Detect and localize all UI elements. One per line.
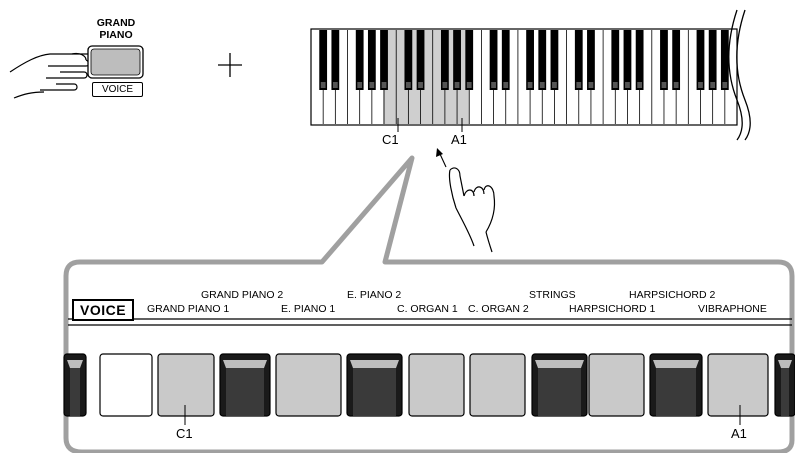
zoom-highlighted-key [408, 353, 465, 417]
black-key [404, 30, 413, 90]
keyboard-illustration [310, 28, 738, 126]
zoom-highlighted-key [275, 353, 342, 417]
zoom-highlighted-key [588, 353, 645, 417]
black-key-highlight [442, 82, 448, 88]
black-key-highlight [710, 82, 716, 88]
black-key [574, 30, 583, 90]
button-title-line1: GRAND [96, 17, 136, 29]
voice-name-top-4: HARPSICHORD 2 [629, 289, 716, 301]
black-key-highlight [369, 82, 375, 88]
black-key-highlight [576, 82, 582, 88]
keyboard-label-c1: C1 [382, 132, 399, 147]
zoom-black-key-face [656, 368, 696, 416]
black-key-highlight [612, 82, 618, 88]
black-key [611, 30, 620, 90]
black-key [489, 30, 498, 90]
black-key-highlight [405, 82, 411, 88]
plus-icon [218, 53, 242, 77]
black-key-highlight [527, 82, 533, 88]
black-key [465, 30, 474, 90]
black-key [623, 30, 632, 90]
voice-name-bottom-5: HARPSICHORD 1 [569, 303, 656, 315]
zoom-black-key-face [70, 368, 80, 416]
black-key [380, 30, 388, 90]
black-key [440, 30, 449, 90]
zoom-black-key-bevel [535, 360, 584, 368]
black-key-highlight [661, 82, 667, 88]
grand-piano-button [87, 45, 144, 79]
black-key-highlight [503, 82, 509, 88]
voice-name-bottom-4: C. ORGAN 2 [468, 303, 529, 315]
zoom-white-key [99, 353, 153, 417]
black-key [708, 30, 717, 90]
black-key [672, 30, 681, 90]
black-key [526, 30, 534, 90]
voice-name-top-2: E. PIANO 2 [347, 289, 402, 301]
voice-name-bottom-3: C. ORGAN 1 [397, 303, 458, 315]
black-key [416, 30, 425, 90]
zoom-black-key-face [353, 368, 396, 416]
zoom-black-key-bevel [223, 360, 267, 368]
zoom-highlighted-key [469, 353, 526, 417]
voice-name-top-3: STRINGS [529, 289, 576, 301]
voice-name-bottom-6: VIBRAPHONE [698, 303, 767, 315]
black-key-highlight [625, 82, 630, 88]
black-key-highlight [722, 82, 728, 88]
black-key-highlight [698, 82, 703, 88]
black-key [538, 30, 547, 90]
black-key-highlight [673, 82, 679, 88]
black-key-highlight [637, 82, 643, 88]
black-key [355, 30, 364, 90]
black-key-highlight [320, 82, 326, 88]
black-key [696, 30, 705, 90]
voice-name-top-1: GRAND PIANO 2 [201, 289, 284, 301]
black-key [319, 30, 328, 90]
zoomed-keyboard [63, 353, 795, 417]
zoom-black-key-bevel [350, 360, 399, 368]
keyboard-break-lines [728, 9, 751, 141]
black-key [587, 30, 595, 90]
voice-name-bottom-1: GRAND PIANO 1 [147, 303, 230, 315]
voice-name-bottom-2: E. PIANO 1 [281, 303, 336, 315]
black-key [331, 30, 340, 90]
zoom-black-key-bevel [778, 360, 792, 368]
grand-piano-button-title: GRAND PIANO [94, 18, 138, 40]
zoom-label-c1: C1 [176, 426, 193, 441]
pointing-hand-icon [448, 167, 496, 253]
button-title-line2: PIANO [99, 28, 133, 41]
black-key-highlight [588, 82, 594, 88]
black-key [550, 30, 559, 90]
zoom-label-a1: A1 [731, 426, 747, 441]
black-key [635, 30, 644, 90]
zoom-highlighted-key [707, 353, 769, 417]
black-key-highlight [332, 82, 338, 88]
black-key-highlight [357, 82, 363, 88]
black-key [501, 30, 510, 90]
button-voice-tag: VOICE [92, 82, 143, 97]
black-key-highlight [552, 82, 557, 88]
black-key-highlight [491, 82, 496, 88]
black-key-highlight [418, 82, 423, 88]
arrow-icon [436, 148, 447, 168]
black-key [367, 30, 376, 90]
keyboard-label-a1: A1 [451, 132, 467, 147]
zoom-black-key-face [226, 368, 264, 416]
zoom-black-key-face [781, 368, 789, 416]
black-key [453, 30, 461, 90]
panel-voice-label: VOICE [72, 299, 135, 321]
zoom-highlighted-key [157, 353, 215, 417]
black-key-highlight [454, 82, 460, 88]
black-key-highlight [466, 82, 472, 88]
black-key [660, 30, 668, 90]
black-key-highlight [539, 82, 545, 88]
zoom-black-key-bevel [653, 360, 699, 368]
hand-pressing-icon [9, 52, 90, 99]
zoom-black-key-face [538, 368, 581, 416]
black-key [720, 30, 729, 90]
zoom-black-key-bevel [67, 360, 83, 368]
black-key-highlight [381, 82, 387, 88]
